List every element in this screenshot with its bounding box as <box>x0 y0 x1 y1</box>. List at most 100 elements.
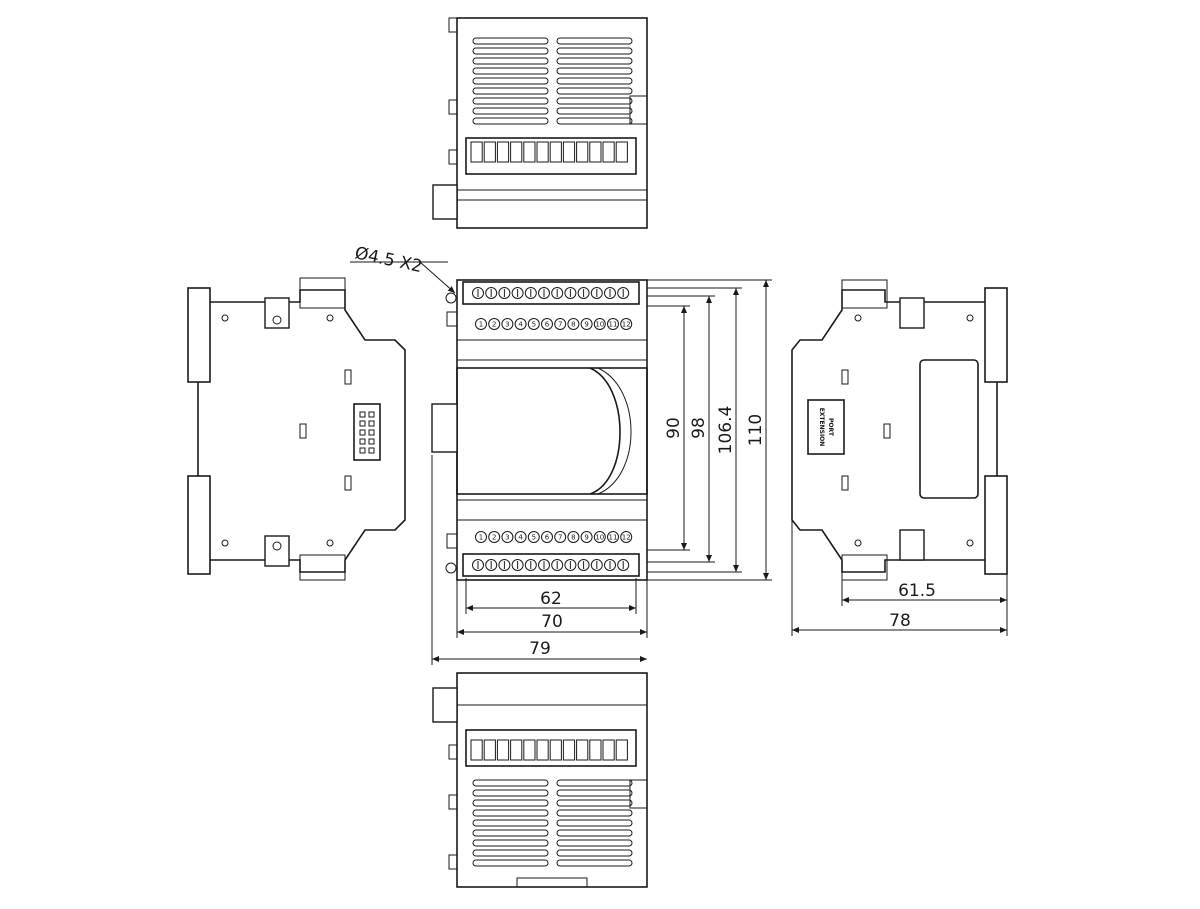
svg-text:12: 12 <box>622 321 631 329</box>
svg-text:7: 7 <box>558 321 562 329</box>
terminal-number: 7 <box>554 318 567 330</box>
vent-slot <box>556 97 633 105</box>
vent-slot <box>472 47 549 55</box>
svg-text:3: 3 <box>505 321 509 329</box>
terminal-screw <box>538 559 550 571</box>
mount-hole-bottom <box>445 562 457 574</box>
terminal-screw <box>590 287 603 299</box>
terminal-number: 11 <box>607 531 619 543</box>
svg-text:2: 2 <box>492 534 496 542</box>
vent-slot <box>472 87 549 95</box>
vent-slot <box>472 839 549 847</box>
vent-slot <box>556 67 633 75</box>
dim-79-label: 79 <box>529 639 551 659</box>
terminal-screw <box>538 287 550 299</box>
terminal-screw <box>485 287 498 299</box>
terminal-number: 3 <box>501 531 514 543</box>
connector-pin <box>368 411 375 418</box>
dim-70-label: 70 <box>541 612 563 632</box>
svg-text:9: 9 <box>584 321 588 329</box>
top-vents <box>472 37 633 125</box>
terminal-screw <box>564 287 577 299</box>
connector-pin <box>359 447 366 454</box>
terminal-number: 7 <box>554 531 567 543</box>
terminal-number: 10 <box>593 318 606 330</box>
terminal-number: 5 <box>527 318 540 330</box>
svg-text:6: 6 <box>545 321 550 329</box>
terminal-number: 4 <box>514 318 527 330</box>
bottom-terminal-strip <box>470 739 628 761</box>
terminal-screw <box>551 559 564 571</box>
bottom-view <box>432 672 648 888</box>
connector-pin <box>368 438 375 445</box>
vent-slot <box>556 789 633 797</box>
connector-pin <box>368 447 375 454</box>
terminal-screw <box>617 287 630 299</box>
terminal-screw <box>604 559 616 571</box>
front-screws-bottom <box>472 559 630 571</box>
terminal-screw <box>511 559 524 571</box>
terminal-cell <box>602 141 615 163</box>
vent-slot <box>472 57 549 65</box>
terminal-screw <box>590 559 603 571</box>
vent-slot <box>556 779 633 787</box>
terminal-number: 6 <box>541 318 553 330</box>
terminal-number: 2 <box>488 318 501 330</box>
terminal-cell <box>589 739 602 761</box>
terminal-cell <box>523 141 536 163</box>
vent-slot <box>556 57 633 65</box>
connector-pin <box>359 429 366 436</box>
terminal-screw <box>577 559 590 571</box>
svg-text:6: 6 <box>545 534 550 542</box>
vent-slot <box>472 77 549 85</box>
terminal-cell <box>549 739 562 761</box>
terminal-number: 2 <box>488 531 501 543</box>
svg-text:7: 7 <box>558 534 562 542</box>
svg-text:3: 3 <box>505 534 509 542</box>
terminal-number: 5 <box>527 531 540 543</box>
terminal-number: 1 <box>475 318 487 330</box>
dim-106-4-label: 106.4 <box>716 406 736 455</box>
terminal-cell <box>576 141 589 163</box>
vent-slot <box>472 789 549 797</box>
vent-slot <box>472 819 549 827</box>
vent-slot <box>556 829 633 837</box>
svg-text:11: 11 <box>609 534 618 542</box>
terminal-cell <box>602 739 615 761</box>
top-terminal-strip <box>470 141 628 163</box>
vent-slot <box>556 47 633 55</box>
terminal-number: 12 <box>620 531 633 543</box>
vent-slot <box>472 799 549 807</box>
terminal-cell <box>615 141 628 163</box>
dim-90-label: 90 <box>664 417 684 439</box>
svg-text:10: 10 <box>595 534 604 542</box>
extension-port-text-1: EXTENSION <box>818 408 825 447</box>
terminal-cell <box>496 739 510 761</box>
terminal-number: 8 <box>567 318 580 330</box>
connector-pin <box>359 420 366 427</box>
svg-text:9: 9 <box>584 534 588 542</box>
vent-slot <box>472 37 549 45</box>
vent-slot <box>556 87 633 95</box>
connector-pin <box>368 420 375 427</box>
dim-78-label: 78 <box>889 611 911 631</box>
terminal-screw <box>604 287 616 299</box>
vent-slot <box>472 107 549 115</box>
terminal-cell <box>483 739 496 761</box>
dimensions: Ø4.5 X2 62 70 79 90 98 106.4 1 <box>350 243 1008 665</box>
terminal-screw <box>577 287 590 299</box>
terminal-cell <box>510 141 523 163</box>
svg-text:1: 1 <box>479 534 483 542</box>
connector-pin <box>359 411 366 418</box>
terminal-cell <box>562 739 576 761</box>
terminal-number: 11 <box>607 318 619 330</box>
terminal-screw <box>472 287 484 299</box>
hole-callout-label: Ø4.5 X2 <box>353 243 424 277</box>
svg-text:1: 1 <box>479 321 483 329</box>
bottom-vents <box>472 779 633 867</box>
terminal-screw <box>524 559 537 571</box>
svg-text:4: 4 <box>518 534 523 542</box>
front-screws-top <box>472 287 630 299</box>
